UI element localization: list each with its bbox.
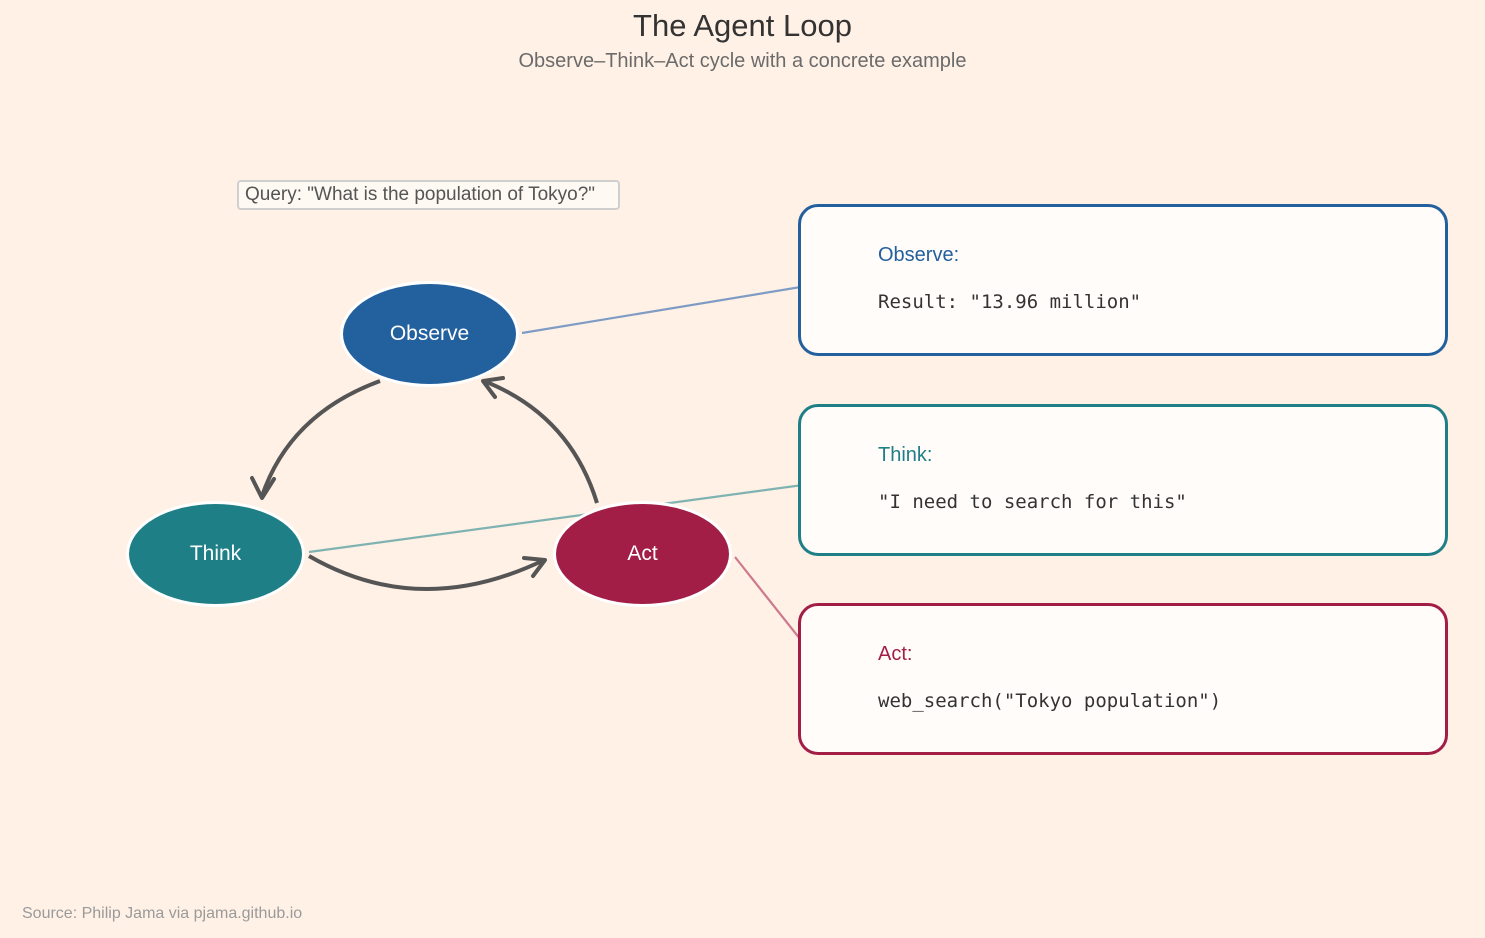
act-node-label: Act [627,542,658,565]
cycle-arrow-think-to-act [308,554,547,591]
query-label: Query: "What is the population of Tokyo?… [237,180,620,210]
cycle-arrow-observe-to-think [250,379,381,500]
connector-observe-to-card [521,283,825,335]
observe-card-body: Result: "13.96 million" [878,291,1142,313]
act-node: Act [553,501,732,607]
source-credit: Source: Philip Jama via pjama.github.io [22,905,303,922]
observe-card: Observe: Result: "13.96 million" [798,204,1448,356]
act-card-heading: Act: [878,643,913,665]
think-card-body: "I need to search for this" [878,491,1187,513]
diagram-title: The Agent Loop [633,8,852,43]
observe-node-label: Observe [389,322,470,345]
think-card: Think: "I need to search for this" [798,404,1448,556]
act-card: Act: web_search("Tokyo population") [798,603,1448,755]
think-card-heading: Think: [878,444,933,466]
diagram-subtitle: Observe–Think–Act cycle with a concrete … [518,50,967,72]
observe-card-heading: Observe: [878,244,960,266]
act-card-body: web_search("Tokyo population") [878,690,1222,712]
observe-node: Observe [340,281,519,387]
think-node-label: Think [189,542,242,565]
cycle-arrow-act-to-observe [481,376,599,504]
think-node: Think [126,501,305,607]
